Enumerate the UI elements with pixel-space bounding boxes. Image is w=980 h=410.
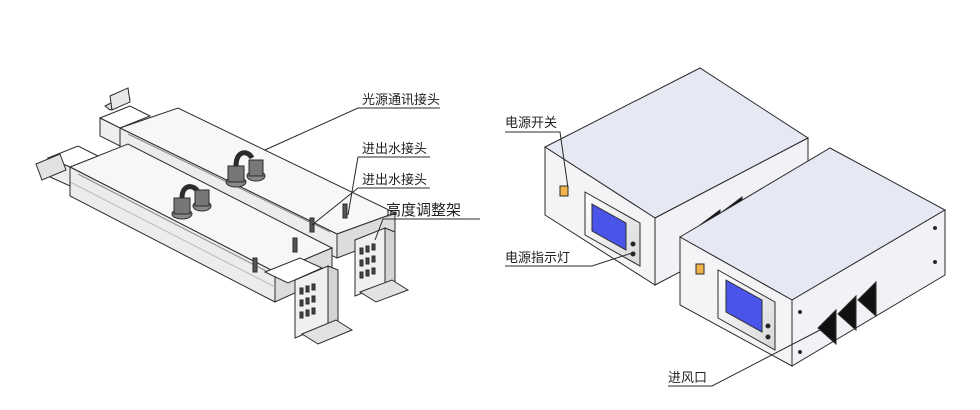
label-height-adjust-frame: 高度调整架 (386, 201, 461, 219)
label-air-inlet: 进风口 (668, 371, 707, 386)
label-water-connector-1: 进出水接头 (362, 141, 427, 157)
comm-connector-rear (225, 150, 266, 188)
front-cabinet (679, 147, 947, 367)
frame-holes (299, 243, 376, 319)
light-source-modules (35, 87, 410, 345)
comm-connector-front (171, 184, 212, 220)
leader-lines (264, 107, 821, 387)
label-light-source-comm-connector: 光源通讯接头 (362, 92, 440, 108)
label-water-connector-2: 进出水接头 (362, 172, 427, 188)
label-power-switch: 电源开关 (505, 116, 557, 131)
label-power-indicator: 电源指示灯 (505, 251, 570, 266)
control-cabinets (543, 67, 947, 367)
front-module (35, 143, 354, 345)
